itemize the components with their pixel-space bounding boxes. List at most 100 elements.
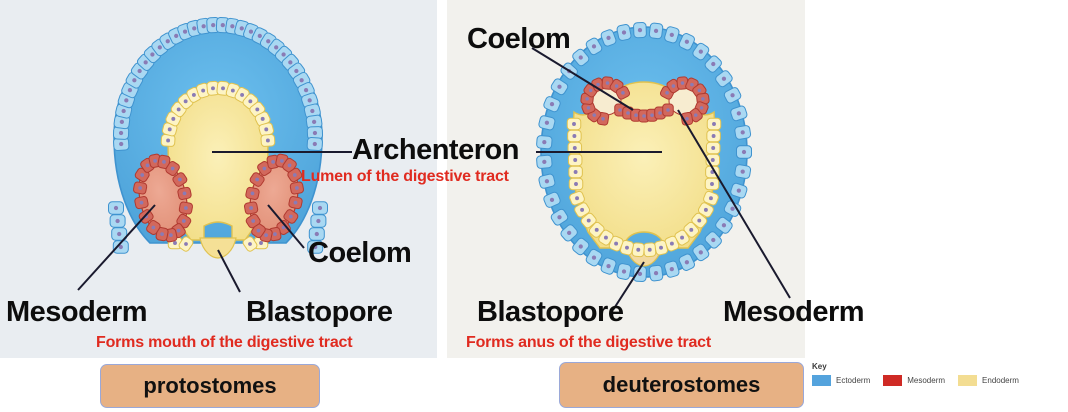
cell-nucleus xyxy=(606,263,611,269)
cell-nucleus xyxy=(544,179,550,184)
cell-nucleus xyxy=(721,76,727,81)
cell-nucleus xyxy=(312,141,317,147)
cell-nucleus xyxy=(669,267,674,272)
cell-nucleus xyxy=(711,61,716,67)
label-mesoderm-right: Mesoderm xyxy=(723,296,865,328)
cell-nucleus xyxy=(287,163,292,168)
cell-nucleus xyxy=(585,97,589,101)
cell-nucleus xyxy=(281,225,286,230)
cell-nucleus xyxy=(201,88,206,93)
label-mesoderm-left: Mesoderm xyxy=(6,296,148,328)
cell-nucleus xyxy=(299,78,304,83)
cell-nucleus xyxy=(184,206,188,210)
cell-nucleus xyxy=(740,130,745,135)
cell-nucleus xyxy=(113,205,119,211)
cell-nucleus xyxy=(240,92,245,97)
cell-nucleus xyxy=(119,119,125,125)
cell-nucleus xyxy=(221,86,225,91)
deuterostome-ectoderm-cells xyxy=(536,22,752,282)
cell-nucleus xyxy=(572,134,577,138)
cell-nucleus xyxy=(658,111,662,115)
cell-nucleus xyxy=(274,45,279,50)
cell-nucleus xyxy=(596,82,600,87)
cell-nucleus xyxy=(249,206,253,210)
cell-nucleus xyxy=(701,97,705,101)
cell-nucleus xyxy=(572,146,577,150)
key-label-endoderm: Endoderm xyxy=(982,376,1019,385)
cell-nucleus xyxy=(699,106,704,110)
cell-nucleus xyxy=(153,158,157,163)
cell-nucleus xyxy=(636,247,641,252)
protostome-blastopore-opening xyxy=(199,237,237,259)
cell-nucleus xyxy=(637,27,643,33)
cell-nucleus xyxy=(721,223,727,228)
cell-nucleus xyxy=(544,120,550,125)
cell-nucleus xyxy=(621,269,627,274)
cell-nucleus xyxy=(708,196,713,201)
cell-nucleus xyxy=(121,108,126,114)
cell-nucleus xyxy=(117,231,122,237)
cell-nucleus xyxy=(171,116,176,121)
cell-nucleus xyxy=(115,218,120,224)
cell-nucleus xyxy=(173,241,177,245)
cell-nucleus xyxy=(703,207,708,212)
deuterostomes-term-box[interactable]: deuterostomes xyxy=(559,362,804,408)
cell-nucleus xyxy=(693,113,698,117)
cell-nucleus xyxy=(653,28,659,34)
cell-nucleus xyxy=(266,39,271,44)
key-item-mesoderm: Mesoderm xyxy=(883,375,945,386)
cell-nucleus xyxy=(697,88,702,93)
key-swatch-ectoderm xyxy=(812,375,831,386)
label-archenteron-note: Lumen of the digestive tract xyxy=(301,168,509,185)
cell-nucleus xyxy=(118,130,124,136)
cell-nucleus xyxy=(139,200,144,205)
cell-nucleus xyxy=(572,122,576,126)
cell-nucleus xyxy=(262,166,267,171)
cell-nucleus xyxy=(626,111,630,115)
cell-nucleus xyxy=(573,158,578,162)
cell-nucleus xyxy=(220,23,225,28)
protostomes-term-box[interactable]: protostomes xyxy=(100,364,320,408)
cell-nucleus xyxy=(248,99,253,104)
cell-nucleus xyxy=(712,122,716,126)
cell-nucleus xyxy=(264,233,268,238)
cell-nucleus xyxy=(255,107,260,112)
label-note-right: Forms anus of the digestive tract xyxy=(466,334,712,351)
deuterostome-leader-lines xyxy=(531,47,791,311)
cell-nucleus xyxy=(625,245,629,250)
cell-nucleus xyxy=(166,138,171,143)
cell-nucleus xyxy=(132,78,137,83)
cell-nucleus xyxy=(653,270,659,276)
cell-nucleus xyxy=(697,218,702,223)
cell-nucleus xyxy=(248,242,252,246)
cell-nucleus xyxy=(181,219,186,223)
cell-nucleus xyxy=(170,166,175,171)
cell-nucleus xyxy=(618,108,622,112)
cell-nucleus xyxy=(557,215,562,220)
cell-nucleus xyxy=(740,169,745,174)
cell-nucleus xyxy=(711,237,716,243)
cell-nucleus xyxy=(118,244,123,250)
cell-nucleus xyxy=(264,127,269,132)
cell-nucleus xyxy=(736,188,741,193)
cell-nucleus xyxy=(592,113,597,117)
cell-nucleus xyxy=(313,244,318,250)
cell-nucleus xyxy=(637,271,643,277)
cell-nucleus xyxy=(711,146,716,150)
leader-mesoderm-right xyxy=(677,109,791,299)
cell-nucleus xyxy=(573,170,578,174)
cell-nucleus xyxy=(689,227,694,232)
cell-nucleus xyxy=(680,235,685,240)
cell-nucleus xyxy=(151,225,156,230)
cell-nucleus xyxy=(580,207,585,212)
protostome-ectoderm-cells xyxy=(108,17,328,254)
cell-nucleus xyxy=(182,29,188,34)
cell-nucleus xyxy=(680,81,685,85)
cell-nucleus xyxy=(311,119,317,125)
deuterostome-endoderm-cells xyxy=(566,117,722,258)
cell-nucleus xyxy=(140,173,145,177)
cell-nucleus xyxy=(310,108,315,114)
cell-nucleus xyxy=(666,108,670,112)
key-label-mesoderm: Mesoderm xyxy=(907,376,946,385)
cell-nucleus xyxy=(157,45,162,50)
